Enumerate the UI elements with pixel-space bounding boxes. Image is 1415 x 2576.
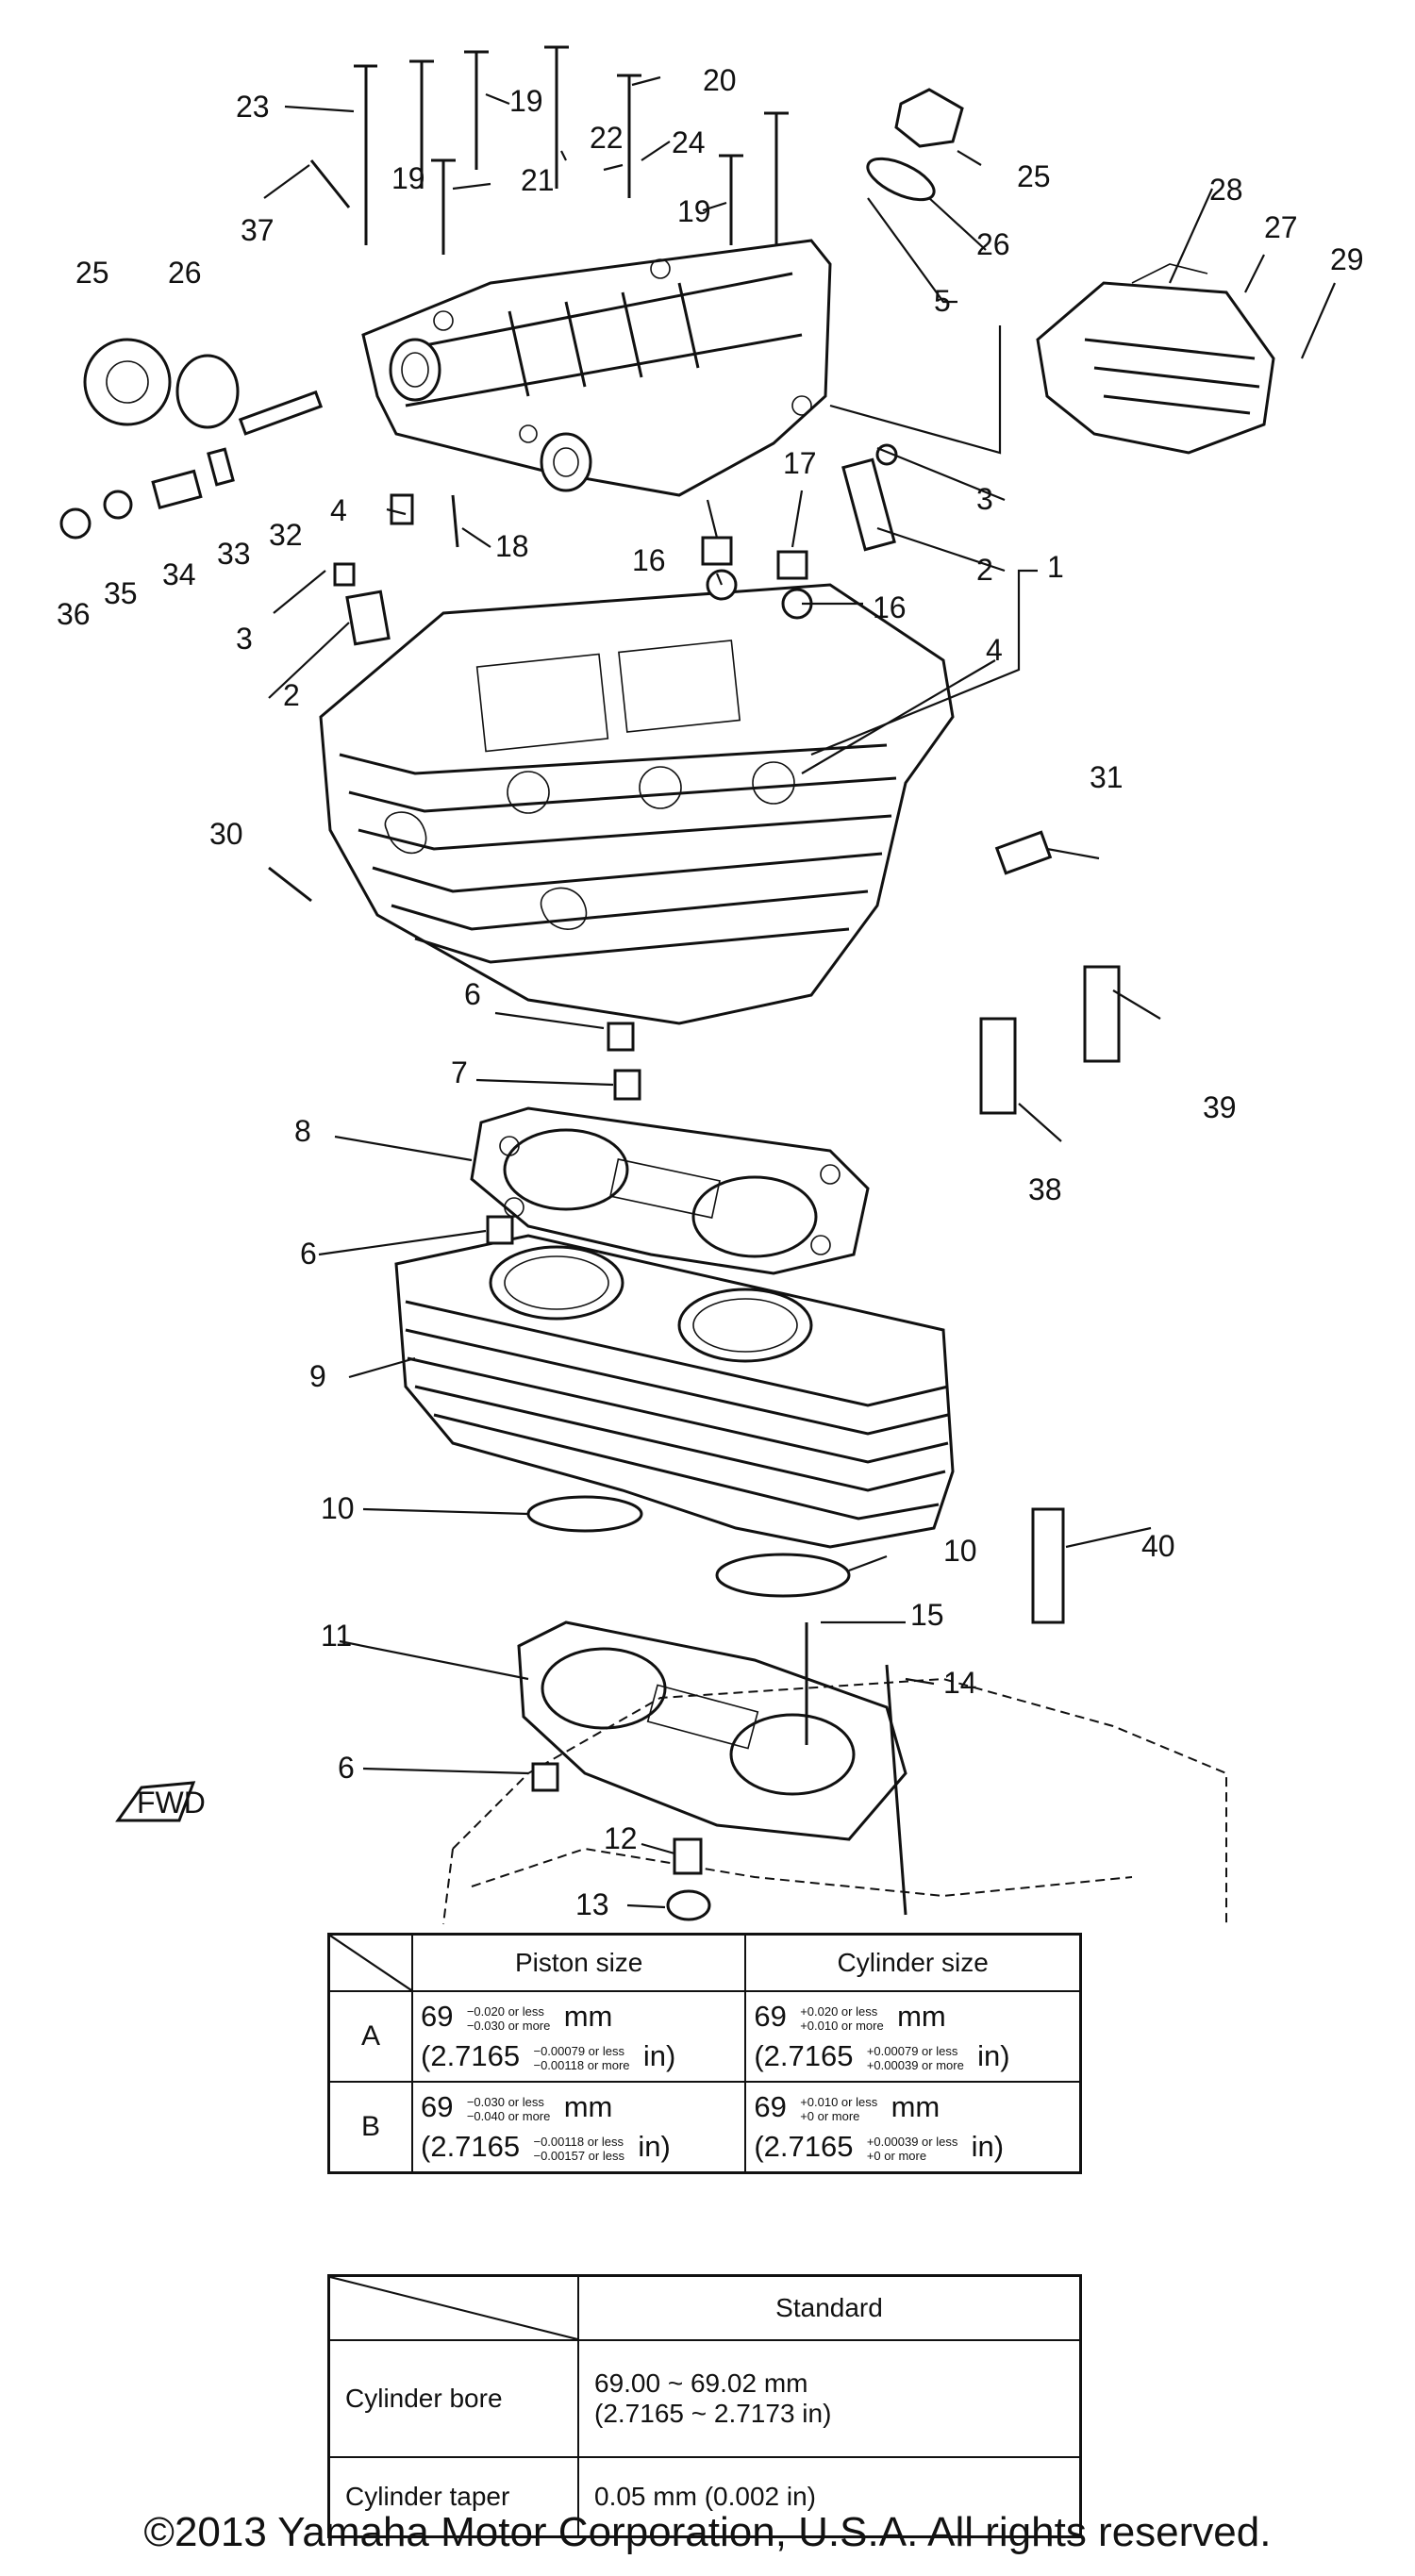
callout-19: 19	[509, 84, 543, 118]
callout-1: 1	[1047, 550, 1064, 584]
callout-24: 24	[672, 125, 706, 159]
callout-labels: 1 2 2 3 3 4 4 5 6 6 6 7 8 9 10 10 11 12 …	[57, 63, 1364, 1921]
callout-3: 3	[976, 482, 993, 516]
o-ring-26-left	[175, 354, 240, 429]
callout-16: 16	[632, 543, 666, 577]
callout-38: 38	[1028, 1172, 1062, 1206]
callout-20: 20	[703, 63, 737, 97]
callout-39: 39	[1203, 1090, 1237, 1124]
cylinder-head	[319, 583, 955, 1025]
callout-6: 6	[338, 1751, 355, 1785]
callout-26: 26	[168, 256, 202, 290]
callout-4: 4	[986, 633, 1003, 667]
standard-header: Standard	[577, 2274, 1082, 2341]
callout-6: 6	[300, 1237, 317, 1271]
spec-value: 69.00 ~ 69.02 mm (2.7165 ~ 2.7173 in)	[577, 2339, 1082, 2458]
callout-36: 36	[57, 597, 91, 631]
leader-lines	[263, 75, 1337, 1909]
base-gasket	[517, 1620, 907, 1841]
callout-19: 19	[391, 161, 425, 195]
callout-2: 2	[976, 553, 993, 587]
table-row: Cylinder taper 0.05 mm (0.002 in)	[327, 2456, 1082, 2538]
callout-13: 13	[575, 1887, 609, 1921]
callout-12: 12	[604, 1821, 638, 1855]
fwd-arrow-icon: FWD	[115, 1781, 206, 1822]
cylinder-size-cell: 69 +0.020 or less+0.010 or more mm (2.71…	[744, 1990, 1082, 2083]
spec-label: Cylinder bore	[327, 2339, 579, 2458]
grade-label: B	[327, 2081, 413, 2174]
spec-label: Cylinder taper	[327, 2456, 579, 2538]
callout-10: 10	[943, 1534, 977, 1568]
cap-25-top	[894, 88, 964, 148]
callout-35: 35	[104, 576, 138, 610]
callout-4: 4	[330, 493, 347, 527]
cylinder-size-cell: 69 +0.010 or less+0 or more mm (2.7165 +…	[744, 2081, 1082, 2174]
grade-label: A	[327, 1990, 413, 2083]
callout-15: 15	[910, 1598, 944, 1632]
callout-32: 32	[269, 518, 303, 552]
callout-14: 14	[943, 1666, 977, 1700]
callout-11: 11	[321, 1619, 352, 1653]
callout-5: 5	[934, 284, 951, 318]
callout-31: 31	[1090, 760, 1124, 794]
fwd-label: FWD	[137, 1786, 206, 1820]
cylinder-block	[394, 1234, 955, 1549]
callout-2: 2	[283, 678, 300, 712]
copyright-notice: ©2013 Yamaha Motor Corporation, U.S.A. A…	[143, 2509, 1272, 2555]
o-ring-10a	[526, 1495, 643, 1533]
callout-22: 22	[590, 121, 624, 155]
callout-37: 37	[241, 213, 275, 247]
size-table: Piston size Cylinder size A 69 −0.020 or…	[327, 1933, 1082, 2174]
callout-30: 30	[209, 817, 243, 851]
piston-size-header: Piston size	[410, 1933, 747, 1992]
callout-34: 34	[162, 557, 196, 591]
side-cover	[1036, 263, 1275, 455]
callout-28: 28	[1209, 173, 1243, 207]
callout-40: 40	[1141, 1529, 1175, 1563]
o-ring-10b	[715, 1553, 851, 1598]
callout-8: 8	[294, 1114, 311, 1148]
cylinder-size-header: Cylinder size	[744, 1933, 1082, 1992]
callout-29: 29	[1330, 242, 1364, 276]
callout-21: 21	[521, 163, 555, 197]
callout-18: 18	[495, 529, 529, 563]
callout-17: 17	[783, 446, 817, 480]
callout-3: 3	[236, 622, 253, 656]
piston-size-cell: 69 −0.020 or less−0.030 or more mm (2.71…	[410, 1990, 747, 2083]
piston-size-cell: 69 −0.030 or less−0.040 or more mm (2.71…	[410, 2081, 747, 2174]
callout-26: 26	[976, 227, 1010, 261]
callout-16: 16	[873, 590, 907, 624]
callout-25: 25	[1017, 159, 1051, 193]
table-row: B 69 −0.030 or less−0.040 or more mm (2.…	[327, 2081, 1082, 2174]
callout-19: 19	[677, 194, 711, 228]
standard-table: Standard Cylinder bore 69.00 ~ 69.02 mm …	[327, 2274, 1082, 2538]
table-row: Cylinder bore 69.00 ~ 69.02 mm (2.7165 ~…	[327, 2339, 1082, 2458]
cap-25-left	[83, 338, 172, 426]
table-corner	[327, 1933, 413, 1992]
spec-value: 0.05 mm (0.002 in)	[577, 2456, 1082, 2538]
callout-9: 9	[309, 1359, 326, 1393]
camshaft-housing	[361, 239, 832, 497]
small-parts-left	[59, 390, 324, 540]
callout-10: 10	[321, 1491, 355, 1525]
callout-33: 33	[217, 537, 251, 571]
table-row: A 69 −0.020 or less−0.030 or more mm (2.…	[327, 1990, 1082, 2083]
o-ring-26-top	[866, 157, 936, 202]
callout-23: 23	[236, 90, 270, 124]
callout-27: 27	[1264, 210, 1298, 244]
callout-6: 6	[464, 977, 481, 1011]
bolts-top	[309, 45, 789, 255]
callout-7: 7	[451, 1055, 468, 1089]
callout-25: 25	[75, 256, 109, 290]
head-gasket	[470, 1106, 870, 1275]
table-corner	[327, 2274, 579, 2341]
